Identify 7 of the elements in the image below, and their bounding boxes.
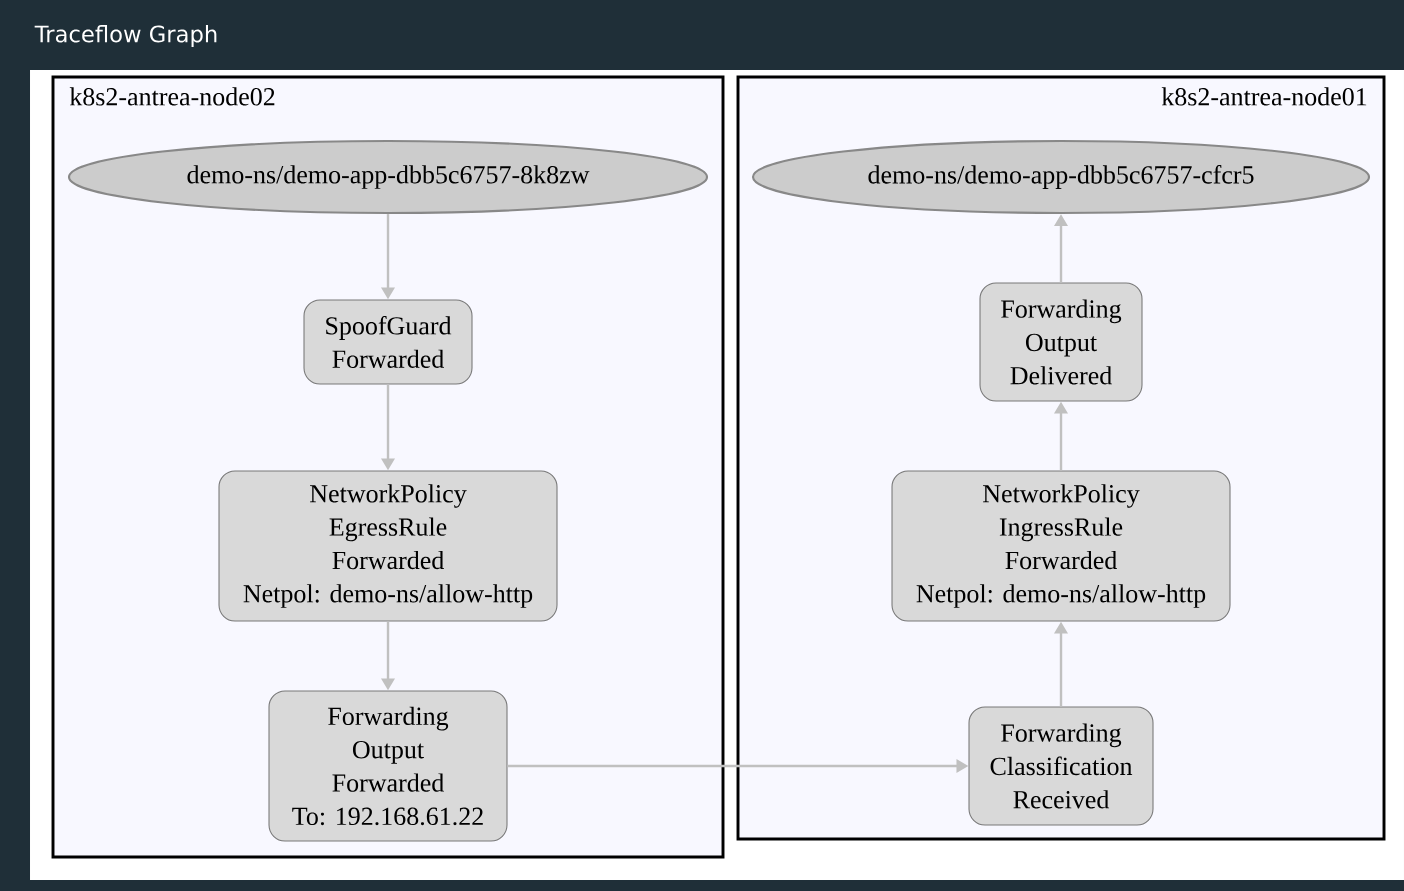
step-box: SpoofGuard Forwarded [303,299,473,385]
step-box: NetworkPolicy EgressRule Forwarded Netpol: demo-ns/allow-http [218,470,558,622]
step-box: NetworkPolicy IngressRule Forwarded Netpol: demo-ns/allow-http [891,470,1231,622]
step-box: Forwarding Output Forwarded To: 192.168.61.22 [268,690,508,842]
step-box: Forwarding Classification Received [968,706,1154,826]
step-box: Forwarding Output Delivered [979,282,1143,402]
panel-title: Traceflow Graph [34,25,217,47]
